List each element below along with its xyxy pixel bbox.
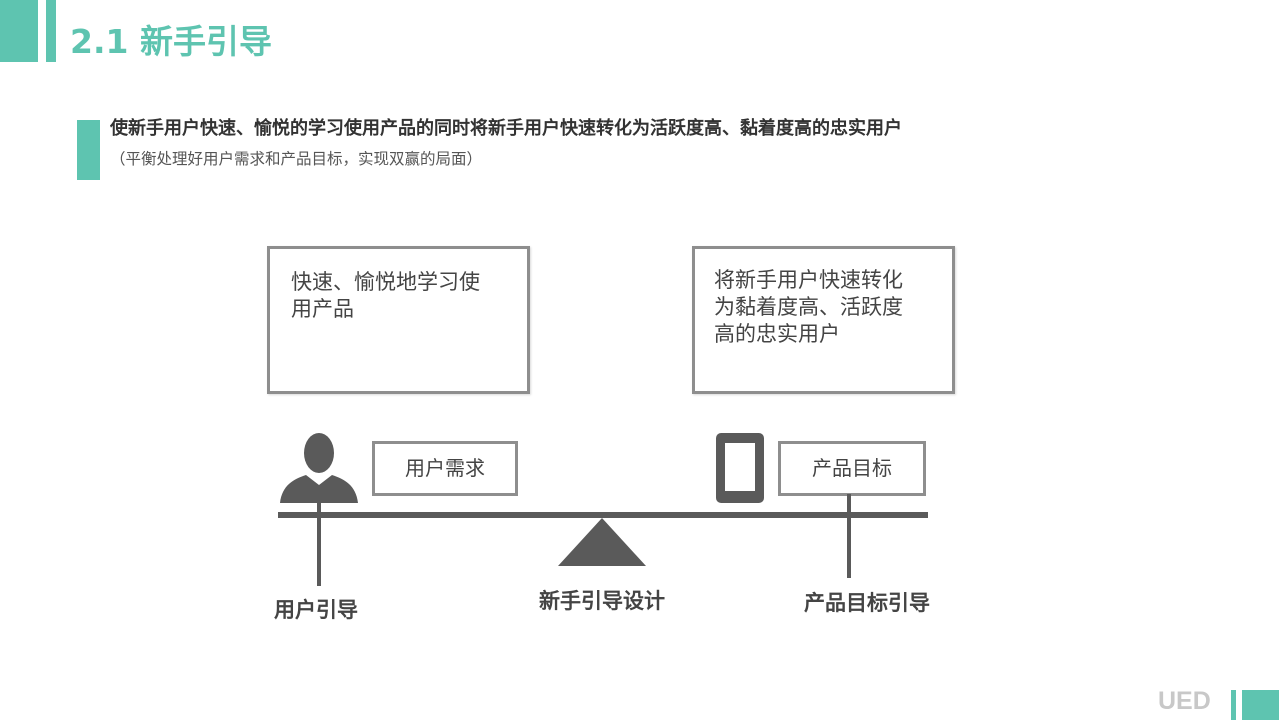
logo-text: UED <box>1158 687 1211 714</box>
phone-screen <box>725 443 755 491</box>
product-goal-text: 将新手用户快速转化 为黏着度高、活跃度 高的忠实用户 <box>714 268 903 346</box>
seesaw-beam <box>278 512 928 518</box>
newbie-guide-design-label: 新手引导设计 <box>539 589 665 613</box>
product-goal-guide-label: 产品目标引导 <box>804 591 930 615</box>
footer-accent-bar-thin <box>1231 690 1236 720</box>
user-goal-text: 快速、愉悦地学习使 用产品 <box>291 270 480 321</box>
intro-accent-bar <box>77 120 100 180</box>
user-need-tag: 用户需求 <box>372 441 518 496</box>
page-title: 2.1 新手引导 <box>70 22 272 61</box>
ued-logo: UED <box>1158 687 1211 714</box>
product-target-tag: 产品目标 <box>778 441 926 496</box>
intro-main-text: 使新手用户快速、愉悦的学习使用产品的同时将新手用户快速转化为活跃度高、黏着度高的… <box>110 118 902 139</box>
right-post <box>847 494 851 578</box>
left-post <box>317 500 321 586</box>
user-guide-label: 用户引导 <box>274 598 358 622</box>
user-goal-box: 快速、愉悦地学习使 用产品 <box>267 246 530 394</box>
user-icon <box>280 433 358 503</box>
header-accent-bar-thin <box>46 0 56 62</box>
intro-note-text: （平衡处理好用户需求和产品目标，实现双赢的局面） <box>110 150 483 168</box>
phone-icon <box>716 433 764 503</box>
footer-accent-bar <box>1242 690 1279 720</box>
fulcrum-triangle <box>558 518 646 566</box>
header-accent-bar <box>0 0 38 62</box>
product-goal-box: 将新手用户快速转化 为黏着度高、活跃度 高的忠实用户 <box>692 246 955 394</box>
